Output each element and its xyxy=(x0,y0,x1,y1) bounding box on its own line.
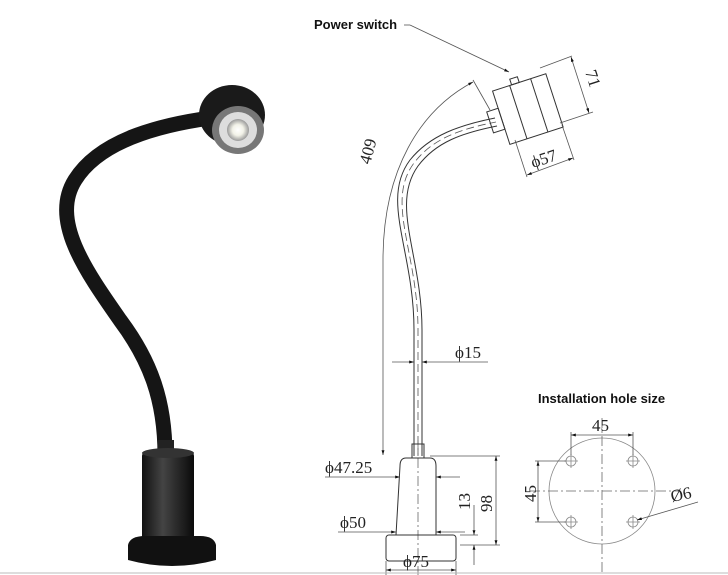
installation-hole-size-title: Installation hole size xyxy=(538,391,665,406)
technical-drawing: Power switch 409 71 ϕ57 ϕ15 ϕ47.25 ϕ50 xyxy=(314,17,605,575)
mount-holes xyxy=(564,454,640,529)
base-bottom-diameter-dimension: ϕ50 xyxy=(340,513,366,532)
lamp-head xyxy=(199,85,265,154)
hole-spacing-vertical-dimension: 45 xyxy=(521,485,540,502)
gooseneck xyxy=(59,110,218,463)
base-height-dimension: 98 xyxy=(477,495,496,512)
lamp-base xyxy=(128,440,216,566)
flange-height-dimension: 13 xyxy=(455,493,474,510)
head-length-dimension: 71 xyxy=(581,67,604,89)
lamp-photo xyxy=(59,85,265,566)
installation-hole-diagram: Installation hole size 45 45 Ø6 xyxy=(521,391,699,575)
hole-diameter-dimension: Ø6 xyxy=(669,483,693,506)
head-drawing xyxy=(486,73,564,145)
tube-diameter-dimension: ϕ15 xyxy=(455,343,481,362)
flange-diameter-dimension: ϕ75 xyxy=(403,552,429,571)
hole-spacing-horizontal-dimension: 45 xyxy=(592,416,609,435)
gooseneck-length-dimension: 409 xyxy=(356,136,381,166)
power-switch-label: Power switch xyxy=(314,17,397,32)
head-diameter-dimension: ϕ57 xyxy=(528,146,559,172)
base-top-diameter-dimension: ϕ47.25 xyxy=(325,458,372,477)
